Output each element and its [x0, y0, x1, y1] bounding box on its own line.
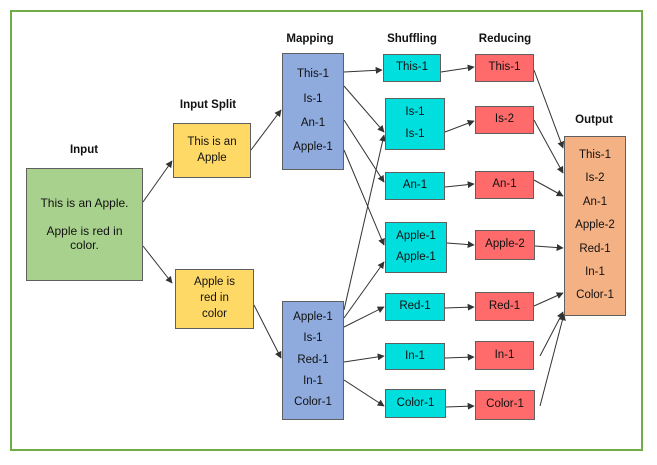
mapping-item: An-1	[300, 116, 326, 129]
reduce-item: Is-2	[494, 113, 515, 126]
reduce-box: An-1	[475, 171, 534, 199]
reduce-item: In-1	[494, 348, 515, 361]
arrow-map2-apple-to-shuffle	[343, 134, 387, 311]
arrow-reduce-red-to-output	[533, 292, 564, 307]
split-line: Apple	[197, 151, 227, 164]
split-line: red in	[200, 292, 229, 305]
reduce-item: Red-1	[488, 299, 521, 312]
mapping-item: Apple-1	[293, 140, 333, 153]
mapping-item: Apple-1	[293, 311, 333, 324]
shuffle-box: In-1	[385, 343, 445, 370]
mapping-item: This-1	[297, 68, 329, 81]
heading-reducing: Reducing	[478, 33, 532, 45]
arrow-input-to-split-2	[142, 245, 173, 284]
reduce-item: This-1	[488, 61, 521, 74]
shuffle-item: Is-1	[405, 106, 425, 119]
arrow-map1-is-to-shuffle	[343, 85, 385, 133]
reduce-box: Is-2	[475, 106, 534, 134]
mapping-item: Is-1	[303, 92, 323, 105]
shuffle-item: In-1	[405, 349, 425, 362]
shuffle-box: Is-1 Is-1	[385, 98, 445, 150]
shuffle-box: Apple-1 Apple-1	[385, 222, 447, 273]
arrow-shuffle-an-to-reduce	[444, 181, 475, 189]
arrow-reduce-color-to-output	[539, 313, 566, 407]
output-item: An-1	[582, 195, 608, 208]
arrow-map2-is-to-shuffle	[343, 261, 385, 319]
split-line: color	[202, 307, 227, 320]
mapping-box: This-1 Is-1 An-1 Apple-1	[282, 53, 344, 170]
heading-shuffling: Shuffling	[387, 33, 437, 45]
arrow-reduce-an-to-output	[533, 179, 564, 197]
arrow-shuffle-in-to-reduce	[444, 353, 475, 361]
arrow-split1-to-map1	[250, 109, 282, 151]
mapping-item: Red-1	[297, 353, 329, 366]
output-item: Color-1	[576, 289, 614, 302]
reduce-item: An-1	[492, 178, 517, 191]
arrow-shuffle-color-to-reduce	[445, 402, 475, 410]
shuffle-box: Red-1	[385, 293, 445, 321]
reduce-box: In-1	[475, 341, 534, 370]
arrow-reduce-is-to-output	[533, 119, 564, 174]
input-line: This is an Apple.	[40, 196, 129, 211]
arrow-reduce-in-to-output	[539, 311, 564, 357]
split-line: This is an	[187, 135, 237, 148]
shuffle-item: Color-1	[396, 396, 435, 409]
diagram-frame	[10, 10, 643, 451]
reduce-item: Color-1	[486, 398, 524, 411]
arrow-map1-an-to-shuffle	[343, 119, 385, 183]
arrow-map1-this-to-shuffle	[343, 66, 383, 74]
output-item: Red-1	[579, 242, 611, 255]
output-item: Apple-2	[575, 219, 615, 232]
arrow-shuffle-apple-to-reduce	[446, 241, 475, 249]
output-item: In-1	[585, 266, 605, 279]
heading-input: Input	[69, 144, 99, 156]
arrow-split2-to-map2	[253, 304, 282, 359]
mapping-box: Apple-1 Is-1 Red-1 In-1 Color-1	[282, 301, 344, 420]
split-box: Apple is red in color	[175, 269, 254, 329]
output-item: This-1	[579, 148, 611, 161]
output-item: Is-2	[585, 172, 605, 185]
split-box: This is an Apple	[173, 123, 251, 178]
shuffle-box: An-1	[385, 172, 445, 200]
shuffle-item: Apple-1	[396, 251, 436, 264]
mapping-item: Color-1	[294, 395, 332, 408]
arrow-map2-in-to-shuffle	[343, 353, 385, 363]
mapping-item: In-1	[303, 374, 323, 387]
reduce-box: Color-1	[475, 390, 535, 420]
input-box: This is an Apple. Apple is red in color.	[26, 168, 143, 281]
split-line: Apple is	[194, 276, 235, 289]
shuffle-item: Red-1	[399, 300, 431, 313]
shuffle-item: Apple-1	[396, 230, 436, 243]
reduce-box: Apple-2	[475, 230, 535, 260]
shuffle-item: This-1	[396, 61, 428, 74]
arrow-map1-apple-to-shuffle	[343, 149, 385, 246]
arrow-reduce-this-to-output	[533, 69, 565, 149]
arrow-map2-color-to-shuffle	[343, 379, 385, 407]
arrow-shuffle-red-to-reduce	[444, 303, 475, 311]
shuffle-box: This-1	[383, 54, 441, 82]
heading-mapping: Mapping	[286, 33, 334, 45]
arrow-shuffle-this-to-reduce	[440, 64, 475, 73]
shuffle-item: An-1	[402, 179, 428, 192]
arrow-input-to-split-1	[142, 160, 173, 203]
heading-input-split: Input Split	[179, 99, 237, 111]
reduce-box: Red-1	[475, 292, 534, 321]
mapping-item: Is-1	[303, 332, 323, 345]
heading-output: Output	[575, 114, 613, 126]
arrow-shuffle-is-to-reduce	[444, 119, 475, 133]
input-line: Apple is red in color.	[46, 223, 123, 253]
output-box: This-1 Is-2 An-1 Apple-2 Red-1 In-1 Colo…	[564, 136, 626, 316]
reduce-item: Apple-2	[485, 238, 525, 251]
shuffle-box: Color-1	[385, 389, 446, 418]
arrow-map2-red-to-shuffle	[343, 306, 385, 328]
arrow-reduce-apple-to-output	[534, 244, 564, 252]
shuffle-item: Is-1	[405, 127, 425, 140]
reduce-box: This-1	[475, 54, 534, 82]
